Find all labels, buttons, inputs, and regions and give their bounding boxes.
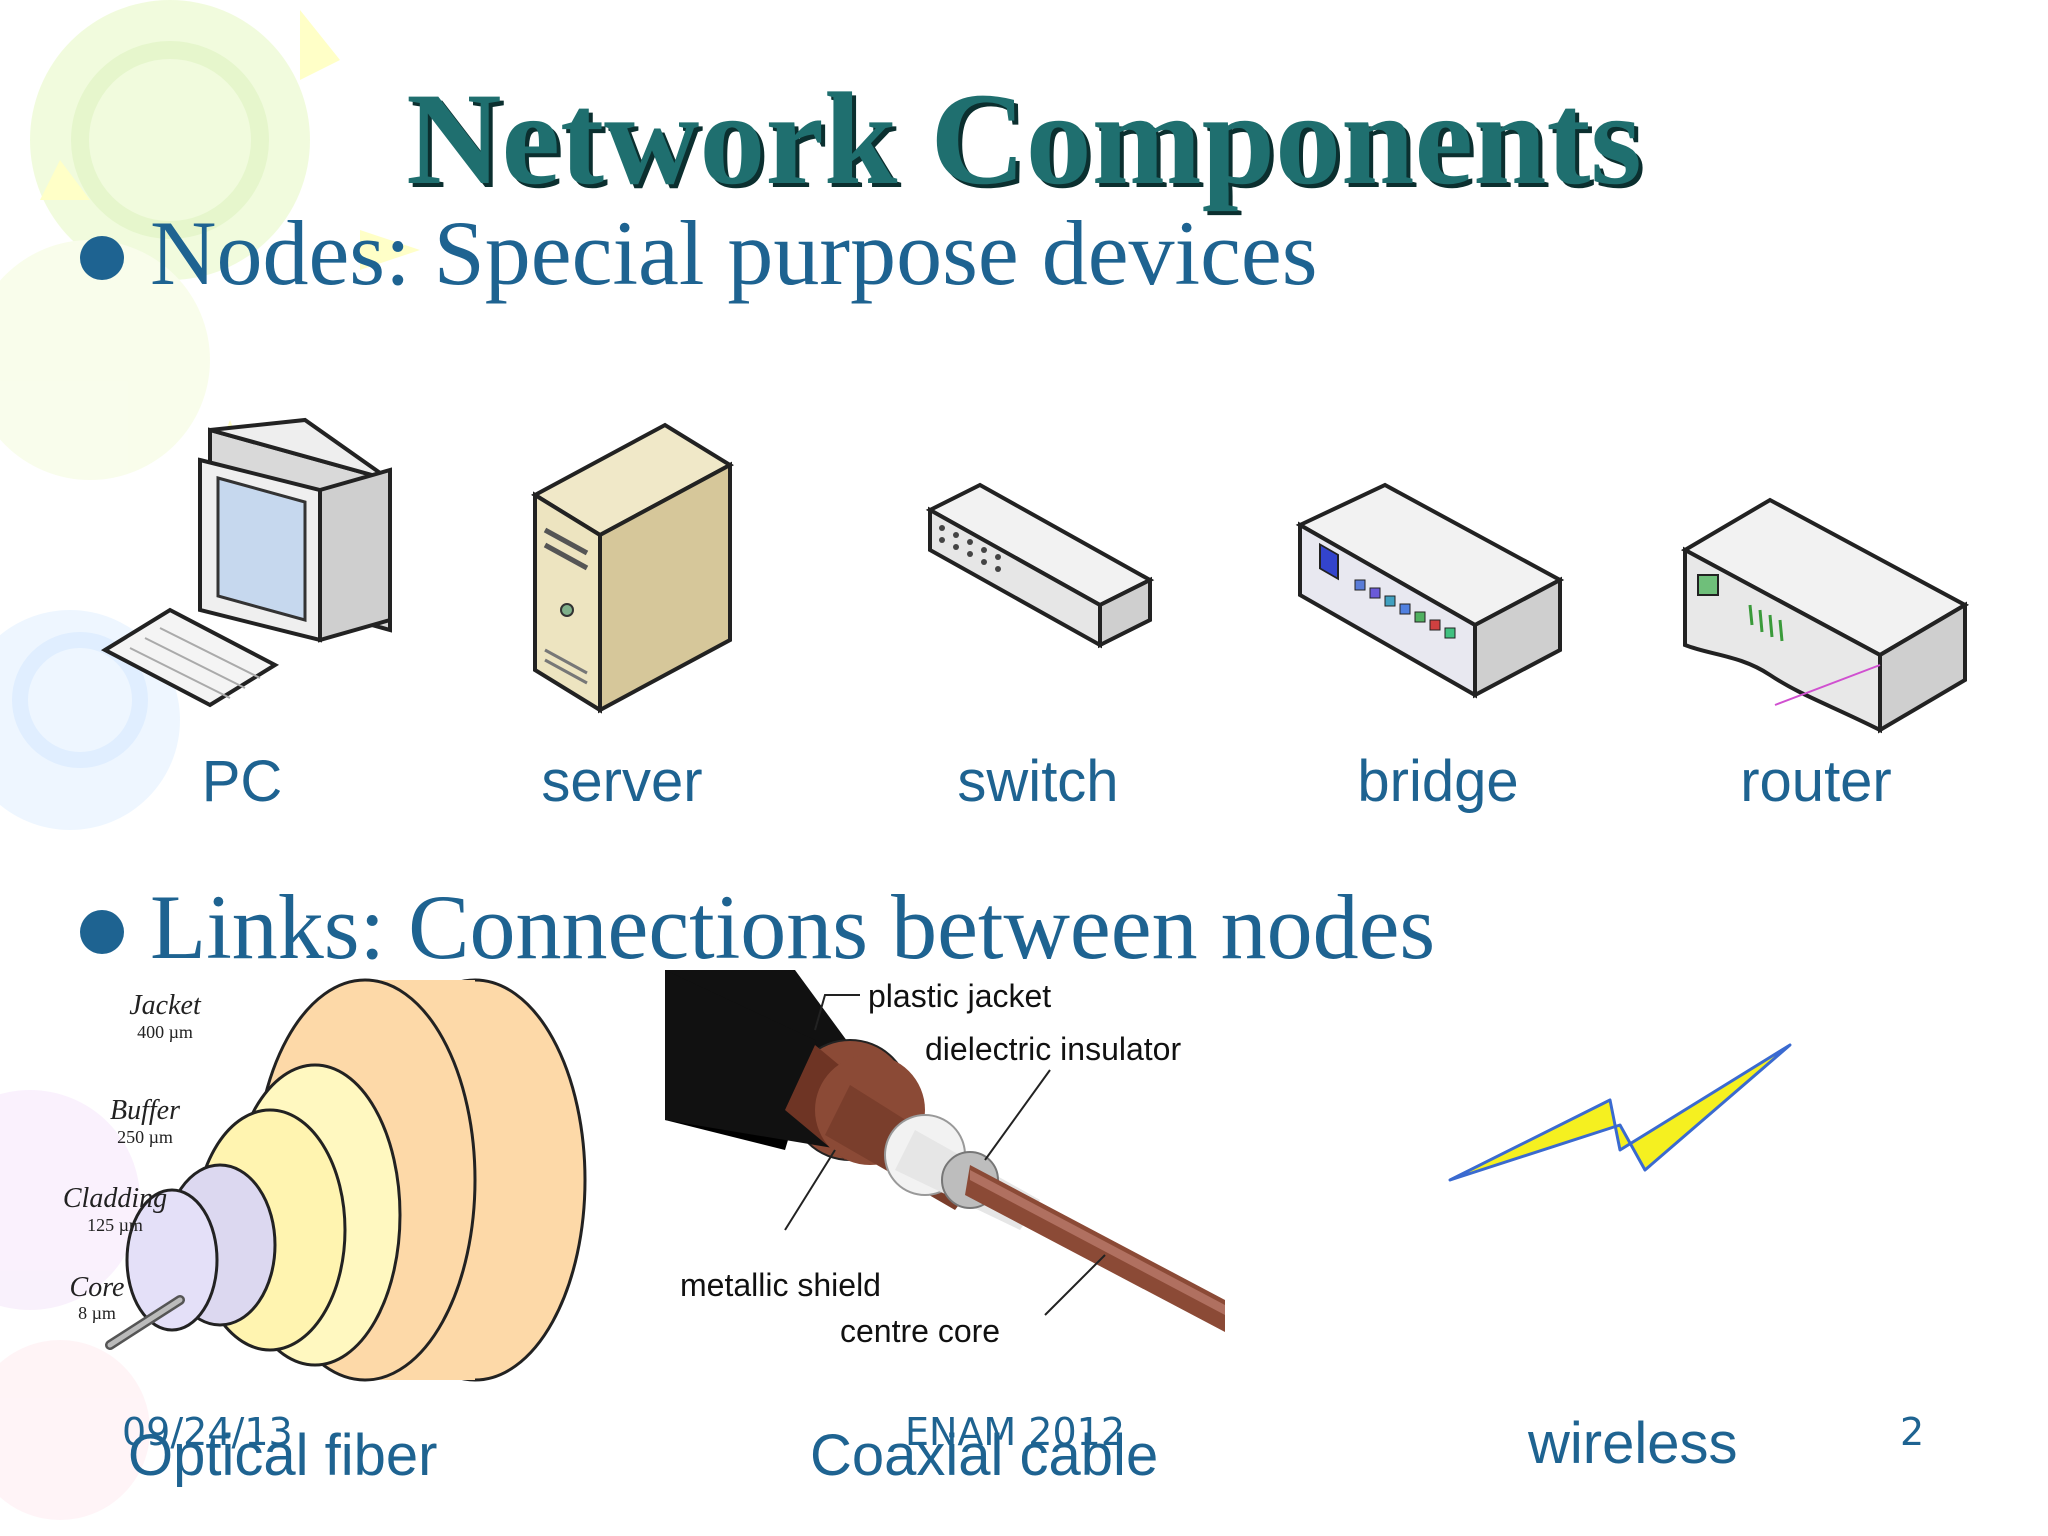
- bullet-dot: [80, 236, 124, 280]
- coaxial-cable-diagram: [665, 970, 1225, 1332]
- optical-fiber-diagram: [105, 978, 587, 1382]
- router-icon: [1680, 497, 1970, 734]
- fiber-label-cladding: Cladding: [62, 1183, 168, 1214]
- node-label-switch: switch: [957, 749, 1119, 814]
- fiber-label-core: Core: [69, 1272, 125, 1303]
- slide-title: Network Components: [406, 65, 1642, 212]
- link-label-coaxial-cable: Coaxial cable: [810, 1423, 1159, 1488]
- coax-label-metallic-shield: metallic shield: [680, 1267, 881, 1303]
- footer-date: 09/24/13: [122, 1410, 293, 1454]
- pc-icon: [100, 417, 392, 708]
- switch-icon: [925, 482, 1155, 649]
- link-label-wireless: wireless: [1528, 1411, 1738, 1476]
- fiber-label-jacket: Jacket: [129, 990, 201, 1021]
- coax-label-plastic-jacket: plastic jacket: [868, 978, 1052, 1014]
- lightning-bolt-icon: [1448, 1043, 1792, 1182]
- fiber-size-core: 8 µm: [78, 1303, 116, 1323]
- bullet-nodes: Nodes: Special purpose devices: [150, 202, 1318, 304]
- coax-label-centre-core: centre core: [840, 1313, 1001, 1349]
- bullet-links: Links: Connections between nodes: [150, 876, 1436, 978]
- node-label-router: router: [1740, 749, 1892, 814]
- fiber-label-buffer: Buffer: [110, 1095, 180, 1126]
- footer-center: ENAM 2012: [905, 1410, 1126, 1454]
- footer-page-number: 2: [1900, 1410, 1925, 1454]
- node-label-pc: PC: [201, 749, 283, 814]
- server-icon: [530, 422, 735, 714]
- link-label-optical-fiber: Optical fiber: [128, 1423, 438, 1488]
- fiber-size-jacket: 400 µm: [137, 1022, 193, 1042]
- node-label-server: server: [541, 749, 703, 814]
- node-label-bridge: bridge: [1357, 749, 1519, 814]
- fiber-size-cladding: 125 µm: [87, 1215, 143, 1235]
- bullet-dot: [80, 910, 124, 954]
- coax-label-dielectric-insulator: dielectric insulator: [925, 1031, 1182, 1067]
- bridge-icon: [1295, 482, 1565, 699]
- fiber-size-buffer: 250 µm: [117, 1127, 173, 1147]
